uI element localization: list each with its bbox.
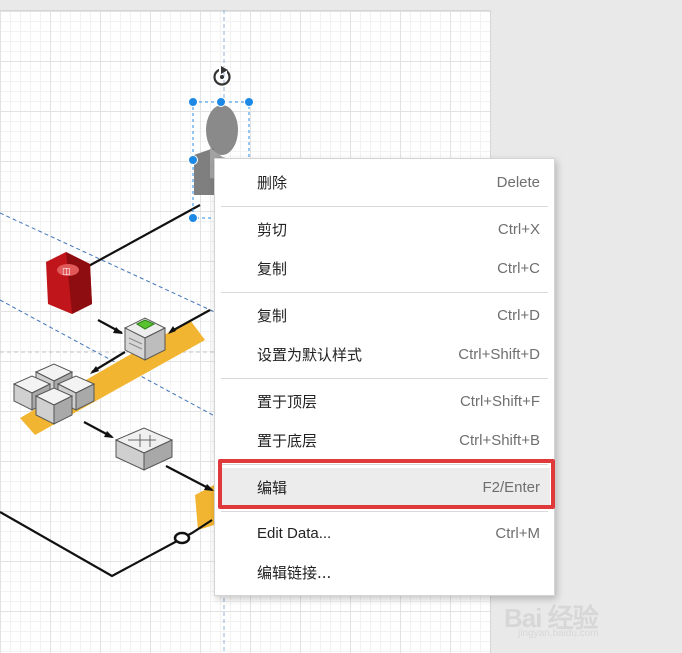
menu-separator bbox=[221, 378, 548, 379]
server-icon[interactable] bbox=[123, 317, 167, 361]
menu-item-label: 复制 bbox=[257, 259, 288, 278]
menu-item-shortcut: Ctrl+D bbox=[497, 306, 540, 324]
menu-item-to-back[interactable]: 置于底层 Ctrl+Shift+B bbox=[219, 421, 550, 459]
lane-band-lower bbox=[195, 485, 214, 530]
menu-item-shortcut: Delete bbox=[496, 173, 540, 191]
connector-arrows bbox=[90, 326, 214, 491]
menu-item-label: 编辑链接... bbox=[257, 563, 332, 582]
switch-icon[interactable] bbox=[114, 427, 174, 471]
menu-item-label: 编辑 bbox=[257, 478, 288, 497]
menu-separator bbox=[221, 292, 548, 293]
menu-item-duplicate[interactable]: 复制 Ctrl+D bbox=[219, 296, 550, 334]
menu-item-shortcut: Ctrl+X bbox=[497, 220, 540, 238]
resize-handles[interactable] bbox=[188, 97, 254, 223]
menu-item-label: 置于顶层 bbox=[257, 392, 318, 411]
menu-item-label: 设置为默认样式 bbox=[257, 345, 363, 364]
menu-item-label: 复制 bbox=[257, 306, 288, 325]
menu-item-shortcut: Ctrl+C bbox=[497, 259, 540, 277]
menu-item-shortcut: Ctrl+M bbox=[495, 524, 540, 542]
cube-cluster-icon[interactable] bbox=[12, 363, 96, 425]
menu-item-edit-data[interactable]: Edit Data... Ctrl+M bbox=[219, 514, 550, 552]
swimlane-guide-top bbox=[0, 212, 233, 321]
highlight-box bbox=[218, 459, 555, 509]
database-icon[interactable]: ◫ bbox=[46, 252, 92, 314]
menu-item-shortcut: Ctrl+Shift+D bbox=[458, 345, 540, 363]
menu-separator bbox=[221, 464, 548, 465]
menu-item-label: Edit Data... bbox=[257, 524, 332, 542]
menu-separator bbox=[221, 206, 548, 207]
menu-item-shortcut: Ctrl+Shift+F bbox=[459, 392, 540, 410]
svg-text:◫: ◫ bbox=[62, 267, 71, 277]
watermark-subtext: jingyan.baidu.com bbox=[518, 628, 599, 639]
menu-item-edit[interactable]: 编辑 F2/Enter bbox=[219, 468, 550, 506]
menu-item-copy[interactable]: 复制 Ctrl+C bbox=[219, 249, 550, 287]
menu-item-edit-link[interactable]: 编辑链接... bbox=[219, 553, 550, 591]
menu-item-shortcut: Ctrl+Shift+B bbox=[459, 431, 540, 449]
menu-item-label: 剪切 bbox=[257, 220, 288, 239]
watermark-text: Bai 经验 bbox=[504, 603, 599, 633]
menu-item-cut[interactable]: 剪切 Ctrl+X bbox=[219, 210, 550, 248]
menu-item-label: 删除 bbox=[257, 173, 288, 192]
menu-item-delete[interactable]: 删除 Delete bbox=[219, 163, 550, 201]
menu-item-shortcut: F2/Enter bbox=[482, 478, 540, 496]
watermark: Bai 经验 jingyan.baidu.com bbox=[498, 598, 668, 639]
menu-item-to-front[interactable]: 置于顶层 Ctrl+Shift+F bbox=[219, 382, 550, 420]
menu-separator bbox=[221, 511, 548, 512]
context-menu[interactable]: 删除 Delete 剪切 Ctrl+X 复制 Ctrl+C 复制 Ctrl+D … bbox=[214, 158, 555, 596]
menu-item-label: 置于底层 bbox=[257, 431, 318, 450]
connector-endpoint-icon[interactable] bbox=[173, 531, 191, 545]
menu-item-set-default-style[interactable]: 设置为默认样式 Ctrl+Shift+D bbox=[219, 335, 550, 373]
rotate-handle-icon[interactable] bbox=[213, 66, 231, 86]
